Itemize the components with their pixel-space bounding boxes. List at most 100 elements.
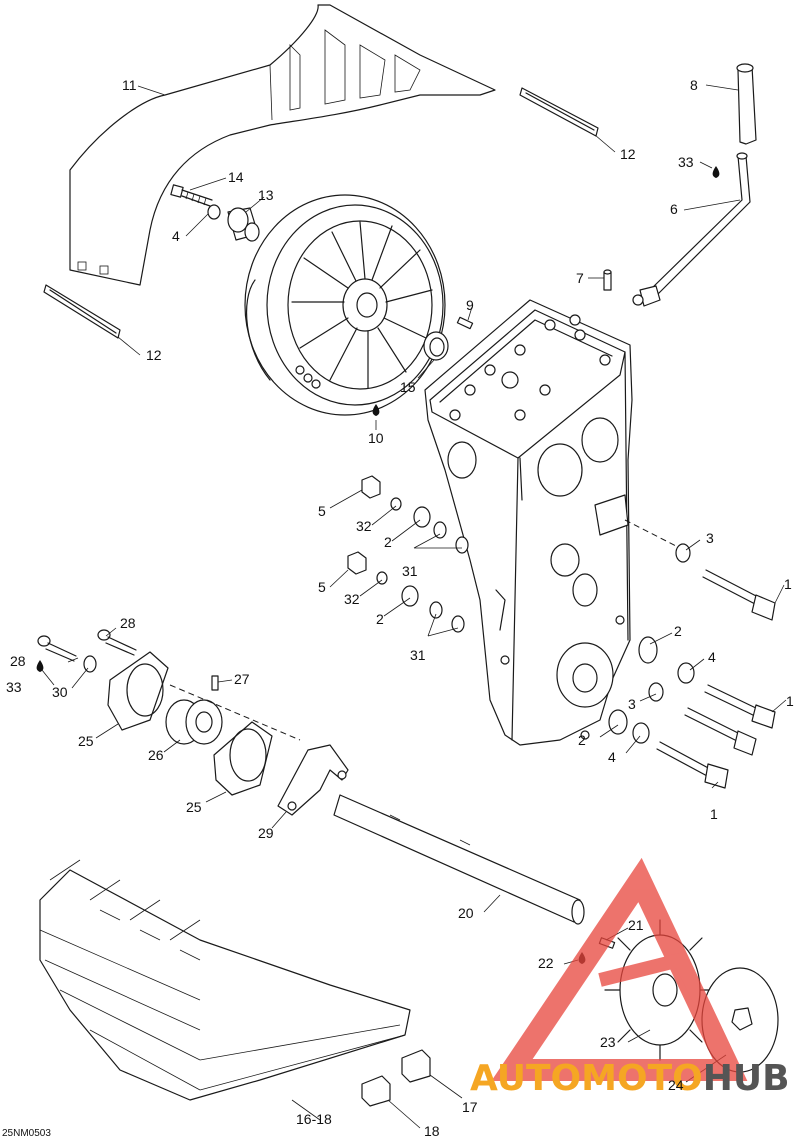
washer-part-31d: [451, 615, 465, 633]
set-screw-part-27: [211, 675, 219, 691]
callout-5: 5: [318, 503, 326, 519]
shift-rod-part-6: [632, 152, 751, 307]
washer-part-31c: [429, 601, 443, 619]
callout-32: 32: [344, 591, 360, 607]
callout-labels: 11 12 12 14 13 4 8 33 6 7 9 15 10 5 32 2…: [6, 77, 794, 1139]
washer-part-2a: [413, 506, 431, 528]
callout-14: 14: [228, 169, 244, 185]
callout-21: 21: [628, 917, 644, 933]
callout-2: 2: [384, 534, 392, 550]
track-part-16-18: [39, 859, 411, 1101]
callout-3: 3: [628, 696, 636, 712]
bracket-part-29: [277, 744, 349, 816]
callout-33: 33: [678, 154, 694, 170]
callout-11: 11: [122, 77, 137, 93]
oring-part-32b: [376, 571, 388, 585]
pulley-part-10: [244, 194, 446, 416]
watermark-logo: [491, 857, 748, 1081]
oring-part-32a: [390, 497, 402, 511]
pin-part-7: [603, 269, 612, 291]
callout-4: 4: [708, 649, 716, 665]
watermark-text: AUTOMOTOHUB: [470, 1058, 790, 1099]
gearbox-housing: [424, 299, 633, 746]
oil-drop-icon: [36, 660, 44, 672]
callout-16-18: 16-18: [296, 1111, 332, 1127]
washer-part-31b: [455, 536, 469, 554]
washer-part-3b: [648, 682, 664, 702]
figure-code: 25NM0503: [2, 1128, 51, 1139]
callout-31: 31: [402, 563, 418, 579]
callout-2: 2: [376, 611, 384, 627]
callout-25: 25: [186, 799, 202, 815]
callout-5: 5: [318, 579, 326, 595]
key-part-9: [456, 316, 474, 330]
washer-part-4a: [207, 204, 221, 220]
callout-1: 1: [784, 576, 792, 592]
callout-17: 17: [462, 1099, 478, 1115]
callout-28: 28: [120, 615, 136, 631]
callout-8: 8: [690, 77, 698, 93]
callout-2: 2: [578, 732, 586, 748]
bushing-part-13: [227, 207, 260, 242]
callout-4: 4: [608, 749, 616, 765]
callout-29: 29: [258, 825, 274, 841]
callout-31: 31: [410, 647, 426, 663]
callout-28: 28: [10, 653, 26, 669]
bolt-part-1a: [702, 569, 776, 621]
callout-3: 3: [706, 530, 714, 546]
nut-part-5b: [347, 551, 367, 575]
clip-part-17: [401, 1049, 431, 1083]
leader-lines: [41, 84, 787, 1129]
callout-30: 30: [52, 684, 68, 700]
bolt-part-1d: [656, 741, 729, 789]
nut-part-5a: [361, 475, 381, 499]
callout-10: 10: [368, 430, 384, 446]
washer-part-4b: [677, 662, 695, 684]
oil-drop-icon: [372, 404, 380, 416]
bolt-part-1b: [704, 684, 776, 729]
flange-part-25a: [107, 651, 169, 731]
washer-part-2d: [608, 709, 628, 735]
bolt-part-14: [170, 184, 213, 207]
callout-22: 22: [538, 955, 554, 971]
bolt-part-28b: [97, 629, 137, 656]
washer-part-3a: [675, 543, 691, 563]
oil-drop-icon: [712, 166, 720, 178]
seal-part-12a: [519, 87, 599, 137]
callout-20: 20: [458, 905, 474, 921]
callout-1: 1: [786, 693, 794, 709]
washer-part-31a: [433, 521, 447, 539]
bolt-part-28a: [37, 635, 77, 662]
handle-part-8: [736, 63, 757, 145]
drive-axle-part-20: [333, 794, 585, 925]
callout-13: 13: [258, 187, 274, 203]
callout-27: 27: [234, 671, 250, 687]
clip-part-18: [361, 1075, 391, 1107]
callout-15: 15: [400, 379, 416, 395]
washer-part-2c: [638, 636, 658, 664]
bolt-part-1c: [684, 707, 757, 756]
washer-part-2b: [401, 585, 419, 607]
callout-4: 4: [172, 228, 180, 244]
callout-2: 2: [674, 623, 682, 639]
callout-18: 18: [424, 1123, 440, 1139]
callout-12: 12: [146, 347, 162, 363]
guard-part-11: [69, 4, 496, 286]
callout-32: 32: [356, 518, 372, 534]
callout-9: 9: [466, 297, 474, 313]
callout-12: 12: [620, 146, 636, 162]
seal-part-12b: [43, 284, 121, 339]
bearing-part-26: [165, 699, 223, 745]
callout-24: 24: [668, 1077, 684, 1093]
washer-part-4c: [632, 722, 650, 744]
watermark-part1: AUTOMOTO: [470, 1058, 703, 1099]
callout-33: 33: [6, 679, 22, 695]
callout-6: 6: [670, 201, 678, 217]
ring-part-15: [423, 331, 449, 361]
callout-7: 7: [576, 270, 584, 286]
callout-26: 26: [148, 747, 164, 763]
callout-23: 23: [600, 1034, 616, 1050]
flange-part-25b: [213, 721, 273, 796]
watermark-part2: HUB: [703, 1058, 790, 1099]
